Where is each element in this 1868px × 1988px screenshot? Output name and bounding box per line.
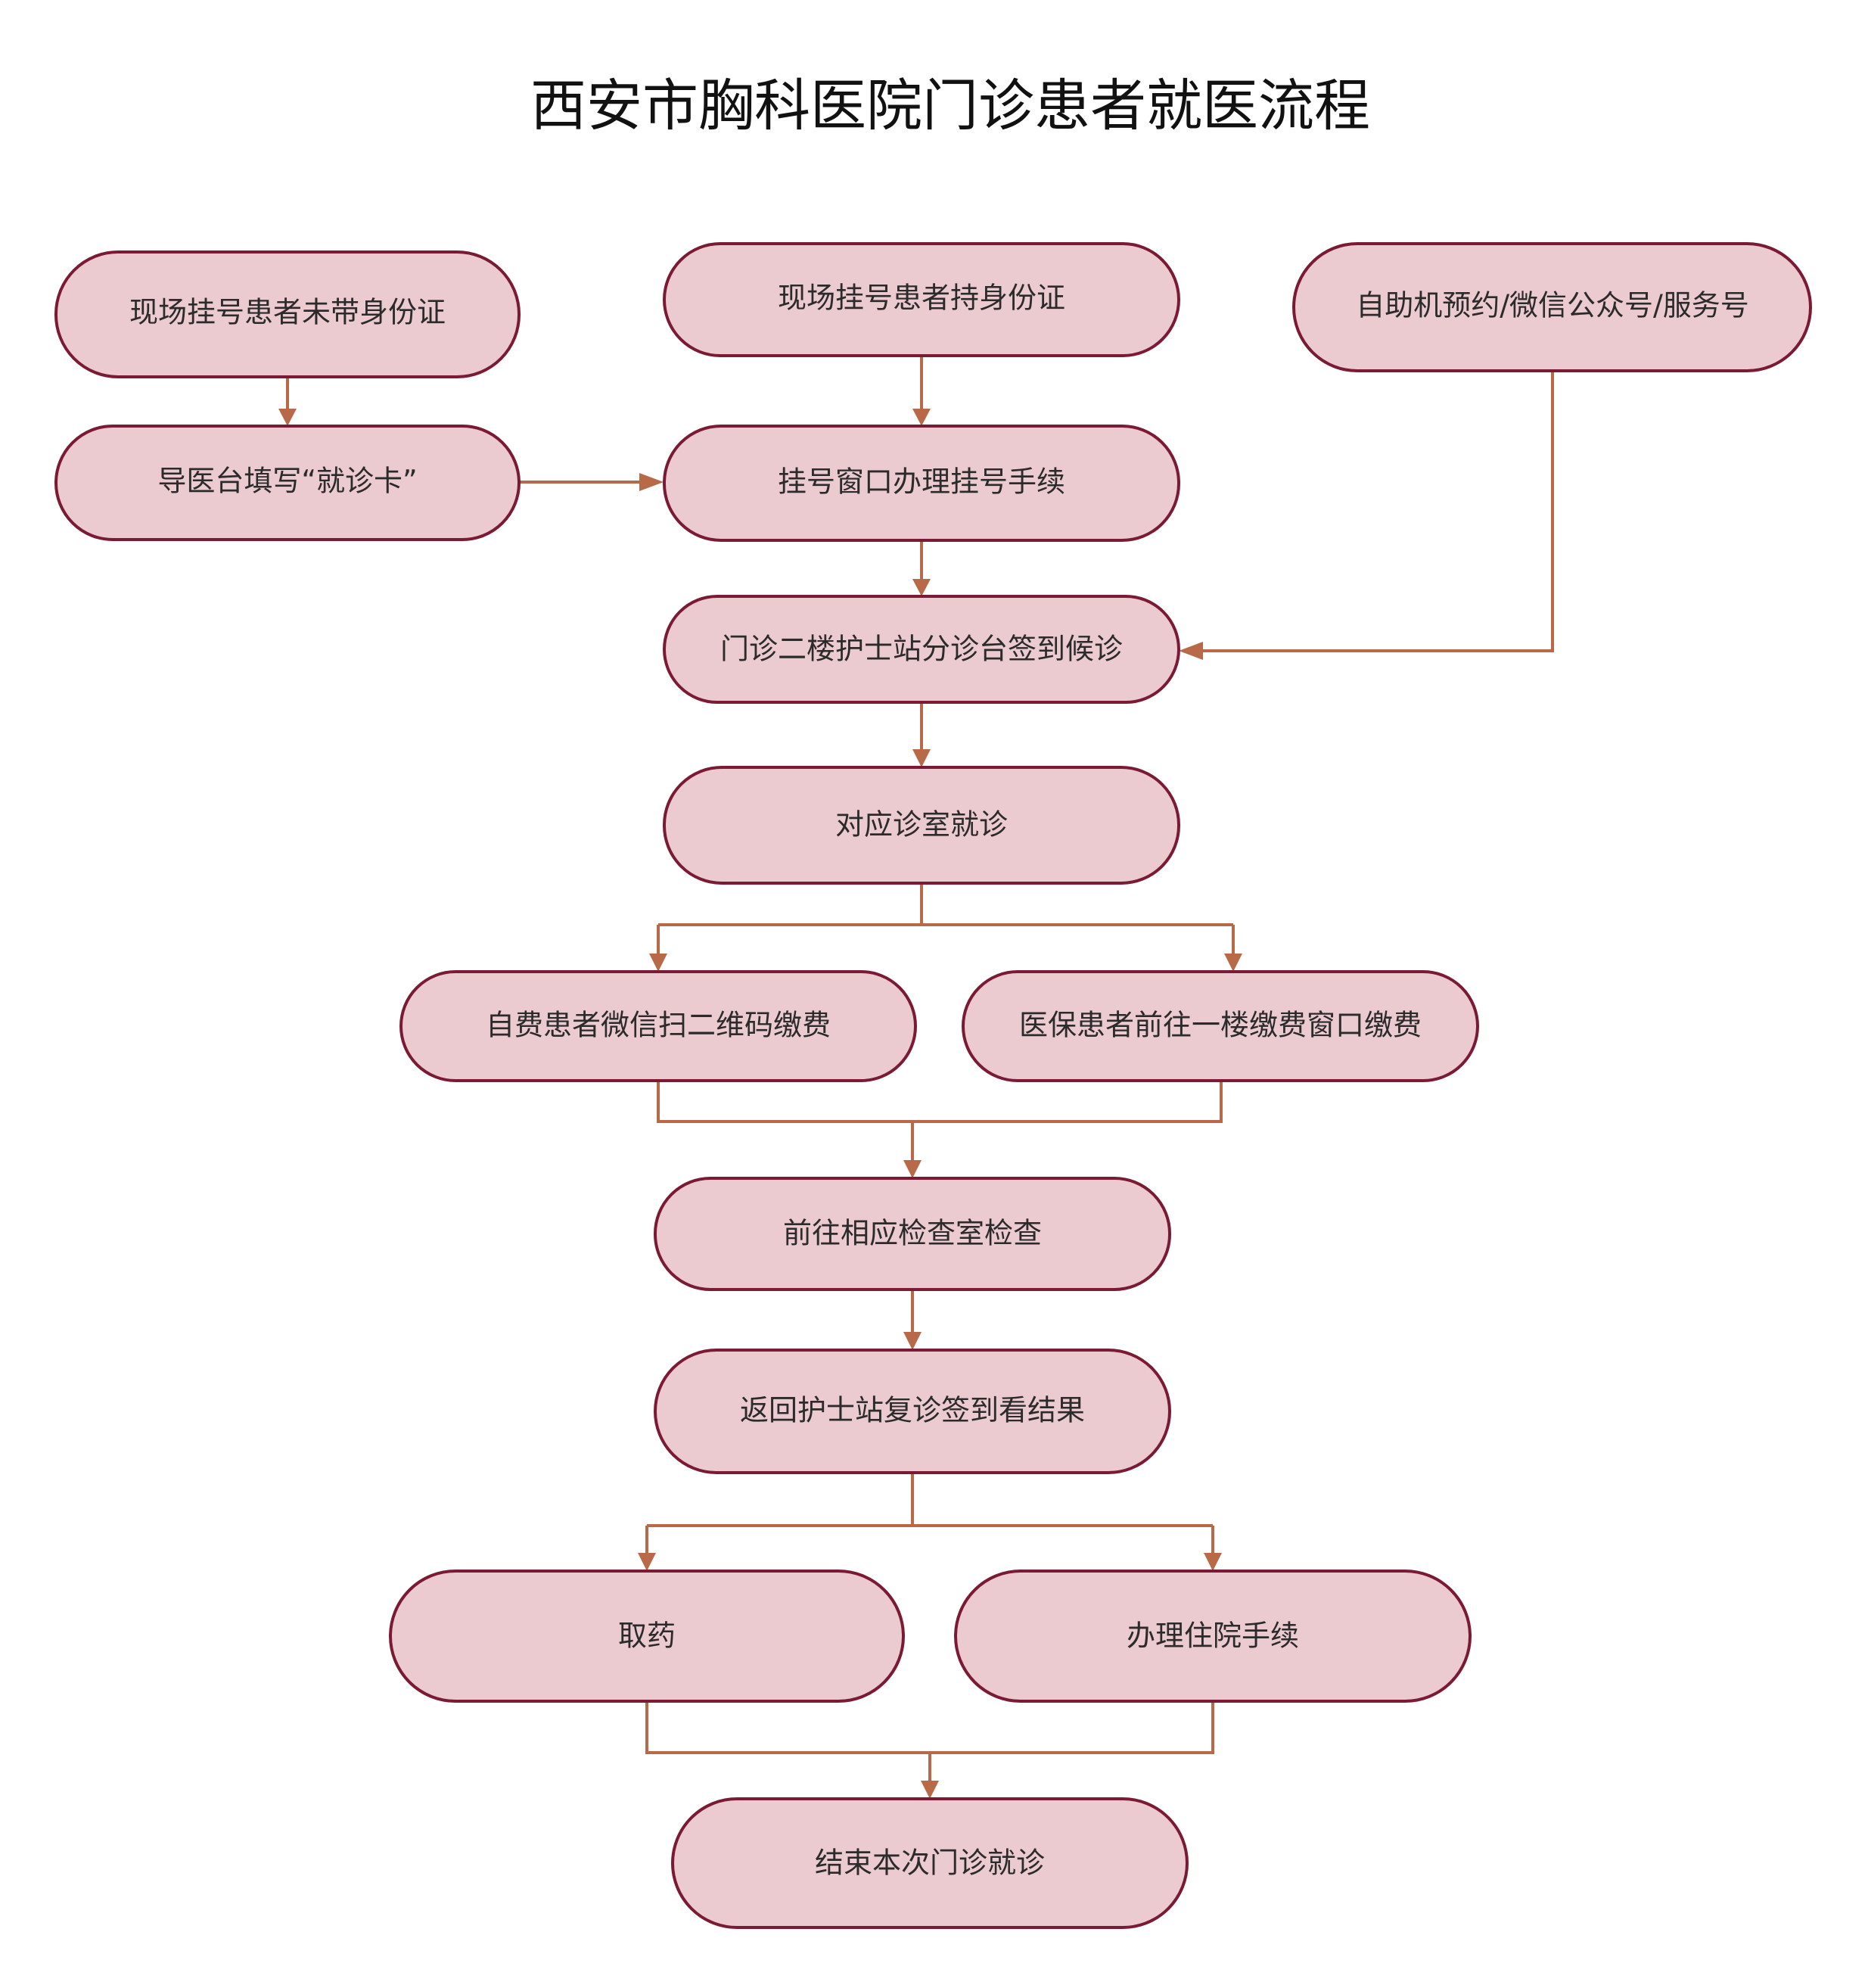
arrowhead-register-from-left: [639, 473, 664, 491]
node-triage-checkin: 门诊二楼护士站分诊台签到候诊: [663, 595, 1180, 704]
node-self-service-label: 自助机预约/微信公众号/服务号: [1356, 289, 1749, 322]
node-examination: 前往相应检查室检查: [654, 1177, 1171, 1291]
node-return-review-shape: [654, 1349, 1171, 1474]
node-end-visit: 结束本次门诊就诊: [671, 1797, 1189, 1929]
node-end-visit-shape: [671, 1797, 1189, 1929]
page-title: 西安市胸科医院门诊患者就医流程: [530, 73, 1370, 138]
node-fill-card-label: 导医台填写“就诊卡”: [157, 465, 417, 498]
node-pay-wechat-shape: [399, 970, 917, 1082]
node-self-service-shape: [1292, 242, 1812, 372]
edge-payment-merge-to-exam: [657, 1081, 1223, 1160]
edge-self-service-to-triage: [1203, 371, 1554, 652]
node-clinic-visit-label: 对应诊室就诊: [835, 808, 1008, 842]
arrowhead-end-visit: [921, 1781, 939, 1799]
node-walkin-no-id-shape: [54, 250, 521, 378]
node-fill-card-shape: [54, 425, 521, 541]
node-pay-insurance: 医保患者前往一楼缴费窗口缴费: [962, 970, 1479, 1082]
node-walkin-with-id-label: 现场挂号患者持身份证: [778, 282, 1065, 315]
node-hospitalization-shape: [954, 1570, 1472, 1703]
connectors: [286, 356, 1554, 1781]
node-walkin-no-id: 现场挂号患者未带身份证: [54, 250, 521, 378]
arrowheads: [278, 409, 1242, 1799]
node-triage-checkin-label: 门诊二楼护士站分诊台签到候诊: [720, 633, 1123, 666]
node-pay-insurance-label: 医保患者前往一楼缴费窗口缴费: [1019, 1009, 1422, 1042]
node-examination-shape: [654, 1177, 1171, 1291]
node-get-medicine-shape: [389, 1570, 905, 1703]
node-walkin-with-id-shape: [663, 242, 1180, 357]
arrowhead-clinic: [912, 749, 931, 767]
node-return-review: 返回护士站复诊签到看结果: [654, 1349, 1171, 1474]
arrowhead-hospitalization: [1204, 1553, 1222, 1571]
edge-outcome-merge-to-end: [645, 1701, 1214, 1781]
arrowhead-triage-from-right: [1179, 642, 1203, 660]
arrowhead-pay-insurance: [1224, 954, 1242, 972]
node-hospitalization: 办理住院手续: [954, 1570, 1472, 1703]
arrowhead-examination: [903, 1160, 922, 1178]
node-pay-wechat: 自费患者微信扫二维码缴费: [399, 970, 917, 1082]
node-clinic-visit: 对应诊室就诊: [663, 766, 1180, 885]
node-triage-checkin-shape: [663, 595, 1180, 704]
arrowhead-pay-wechat: [649, 954, 667, 972]
node-pay-insurance-shape: [962, 970, 1479, 1082]
node-hospitalization-label: 办理住院手续: [1127, 1619, 1299, 1653]
node-self-service: 自助机预约/微信公众号/服务号: [1292, 242, 1812, 372]
node-get-medicine-label: 取药: [618, 1619, 676, 1653]
arrowhead-fill-card: [278, 409, 297, 426]
node-examination-label: 前往相应检查室检查: [783, 1217, 1042, 1250]
node-walkin-no-id-label: 现场挂号患者未带身份证: [129, 296, 446, 329]
node-fill-card: 导医台填写“就诊卡”: [54, 425, 521, 541]
arrowhead-get-medicine: [638, 1553, 656, 1571]
arrowhead-return-review: [903, 1332, 922, 1350]
edge-return-to-outcome-split: [645, 1473, 1214, 1553]
node-return-review-label: 返回护士站复诊签到看结果: [740, 1394, 1085, 1427]
node-register-window-label: 挂号窗口办理挂号手续: [778, 465, 1065, 499]
node-register-window-shape: [663, 425, 1180, 542]
node-register-window: 挂号窗口办理挂号手续: [663, 425, 1180, 542]
arrowhead-triage-from-top: [912, 579, 931, 596]
arrowhead-register-from-top: [912, 409, 931, 426]
node-end-visit-label: 结束本次门诊就诊: [815, 1846, 1045, 1880]
node-walkin-with-id: 现场挂号患者持身份证: [663, 242, 1180, 357]
node-pay-wechat-label: 自费患者微信扫二维码缴费: [486, 1009, 831, 1042]
node-clinic-visit-shape: [663, 766, 1180, 885]
node-get-medicine: 取药: [389, 1570, 905, 1703]
edge-clinic-to-payment-split: [657, 883, 1235, 954]
